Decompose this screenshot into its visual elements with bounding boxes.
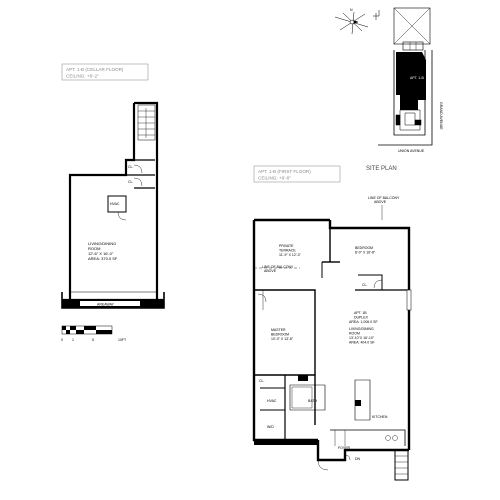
master-closet-label: CL. (259, 379, 264, 383)
terrace-label: PRIVATE TERRACE 11'-9" X 12'-3" (279, 244, 302, 257)
svg-text:LINE OF BALCONY: LINE OF BALCONY (368, 196, 400, 200)
living-room-label: LIVING/DINING ROOM 13'-10"X 16'-10" AREA… (349, 327, 375, 345)
site-plan-title: SITE PLAN (366, 166, 397, 172)
svg-text:8'-0" X 16'-8": 8'-0" X 16'-8" (355, 251, 376, 255)
svg-text:ROOM: ROOM (349, 332, 360, 336)
svg-text:N: N (350, 8, 353, 12)
bedroom-closet-label: CL. (362, 283, 367, 287)
cellar-closet-label-1: CL. (128, 165, 133, 169)
site-street-lines (378, 50, 433, 146)
site-lot (393, 7, 431, 136)
svg-text:ABOVE: ABOVE (264, 269, 277, 273)
svg-text:LIVING/DINING: LIVING/DINING (349, 327, 374, 331)
cellar-title: APT. 1-B (CELLAR FLOOR) (66, 67, 124, 72)
grand-avenue-label: GRAND AVENUE (439, 102, 443, 130)
scale-bar: 0 1 5 10FT (61, 325, 127, 342)
svg-text:13'-10"X 16'-10": 13'-10"X 16'-10" (349, 336, 375, 340)
svg-text:BEDROOM: BEDROOM (271, 333, 289, 337)
compass-rose-icon (334, 10, 380, 35)
site-rear-detail (395, 109, 422, 131)
apartment-tag: APT. 1B DUPLEX AREA: 1,006.0 SF (349, 311, 378, 324)
site-plan: N APT. 1-B UNION AVENUE GRAND AVENUE SIT… (334, 7, 443, 172)
master-bedroom-label: MASTER BEDROOM 10'-0" X 13'-8" (271, 328, 294, 341)
svg-text:LIVING/DINING: LIVING/DINING (88, 241, 116, 246)
svg-text:TERRACE: TERRACE (279, 249, 296, 253)
cellar-ceiling-height: CEILING: +8'-2" (66, 74, 99, 79)
svg-text:1: 1 (72, 338, 74, 342)
svg-text:ROOM: ROOM (88, 246, 100, 251)
first-floor-walls (252, 218, 411, 481)
svg-text:PRIVATE: PRIVATE (279, 244, 294, 248)
stair-down-label: DN (355, 457, 361, 461)
site-building-footprint (396, 52, 426, 110)
first-floor-hvac-label: HVAC (267, 399, 277, 403)
kitchen-label: KITCHEN (372, 415, 388, 419)
svg-text:5: 5 (92, 338, 94, 342)
first-floor-title-block: APT. 1-B (FIRST FLOOR) CEILING: +9'-8" (253, 165, 341, 183)
svg-text:AREA: 404.0 SF: AREA: 404.0 SF (349, 341, 375, 345)
svg-text:APT. 1B: APT. 1B (354, 311, 367, 315)
bath-label: BATH (308, 399, 318, 403)
bedroom-label: BEDROOM 8'-0" X 16'-8" (355, 246, 376, 255)
first-floor-ceiling-height: CEILING: +9'-8" (258, 176, 291, 181)
svg-text:AREA: 370.0 SF: AREA: 370.0 SF (88, 256, 118, 261)
svg-text:BEDROOM: BEDROOM (355, 246, 373, 250)
cellar-areaway-label: AREAWAY (97, 303, 115, 307)
site-lot-label: APT. 1-B (410, 76, 424, 80)
svg-text:0: 0 (61, 338, 63, 342)
cellar-living-room-label: LIVING/DINING ROOM 12'-6" X 16'-0" AREA:… (88, 241, 118, 261)
cellar-title-block: APT. 1-B (CELLAR FLOOR) CEILING: +8'-2" (61, 63, 149, 81)
svg-text:12'-6" X 16'-0": 12'-6" X 16'-0" (88, 251, 114, 256)
svg-text:AREA: 1,006.0 SF: AREA: 1,006.0 SF (349, 320, 378, 324)
foyer-label: FOYER (338, 446, 351, 450)
balcony-above-label: LINE OF BALCONY ABOVE (262, 265, 294, 273)
svg-text:10'-0" X 13'-8": 10'-0" X 13'-8" (271, 337, 294, 341)
svg-text:11'-9" X 12'-3": 11'-9" X 12'-3" (279, 253, 302, 257)
cellar-hvac-label: HVAC (110, 202, 120, 206)
washer-dryer-label: W/D (267, 425, 274, 429)
svg-text:DUPLEX: DUPLEX (354, 316, 369, 320)
svg-text:10FT: 10FT (118, 338, 127, 342)
cellar-closet-label-2: CL. (128, 180, 133, 184)
svg-text:LINE OF BALCONY: LINE OF BALCONY (262, 265, 294, 269)
union-avenue-label: UNION AVENUE (398, 149, 425, 153)
cellar-floor-plan: APT. 1-B (CELLAR FLOOR) CEILING: +8'-2" … (61, 63, 165, 309)
svg-text:ABOVE: ABOVE (374, 200, 387, 204)
first-floor-plan: APT. 1-B (FIRST FLOOR) CEILING: +9'-8" L… (252, 165, 412, 481)
first-floor-title: APT. 1-B (FIRST FLOOR) (258, 169, 311, 174)
svg-text:MASTER: MASTER (271, 328, 286, 332)
